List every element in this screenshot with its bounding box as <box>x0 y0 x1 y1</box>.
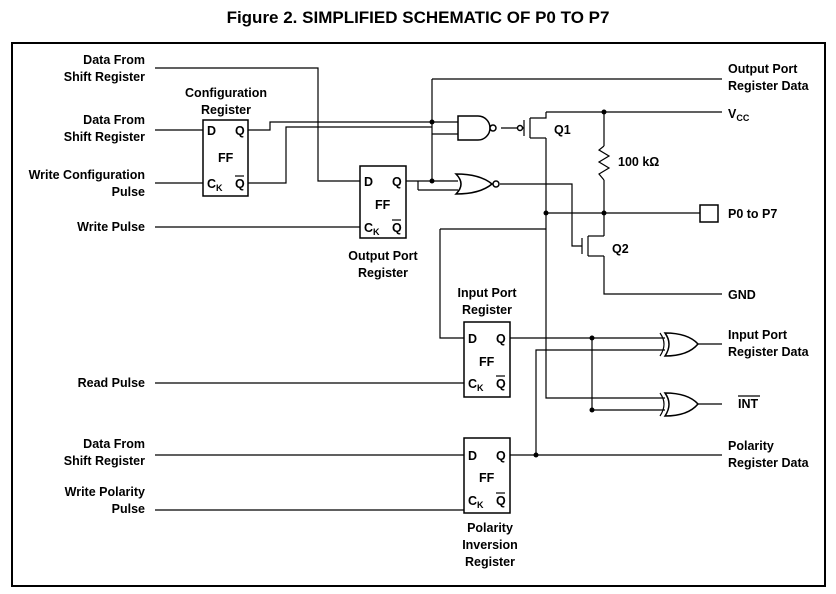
svg-text:Q: Q <box>496 332 506 346</box>
polarity-data: Polarity <box>728 439 774 453</box>
pins-label: P0 to P7 <box>728 207 777 221</box>
input-data-shift-3b: Shift Register <box>64 454 145 468</box>
config-register-title-b: Register <box>201 103 251 117</box>
resistor-label: 100 kΩ <box>618 155 659 169</box>
input-port-register-box <box>463 321 511 398</box>
figure-title: Figure 2. SIMPLIFIED SCHEMATIC OF P0 TO … <box>226 8 610 27</box>
input-register-title-b: Register <box>462 303 512 317</box>
output-register-title: Output Port <box>348 249 418 263</box>
svg-text:Q: Q <box>392 221 402 235</box>
xor-gate-input <box>659 332 699 357</box>
config-register-title: Configuration <box>185 86 267 100</box>
svg-text:CK: CK <box>468 494 484 510</box>
input-register-title: Input Port <box>457 286 517 300</box>
pin-box <box>699 204 719 223</box>
output-register-title-b: Register <box>358 266 408 280</box>
polarity-register-title-b: Inversion <box>462 538 518 552</box>
output-port-data: Output Port <box>728 62 798 76</box>
svg-text:D: D <box>364 175 373 189</box>
svg-text:Q: Q <box>235 124 245 138</box>
wires <box>155 67 722 511</box>
output-port-data-b: Register Data <box>728 79 810 93</box>
svg-text:Q: Q <box>392 175 402 189</box>
svg-text:Q: Q <box>235 177 245 191</box>
input-write-polarity: Write Polarity <box>65 485 145 499</box>
q1-label: Q1 <box>554 123 571 137</box>
svg-text:FF: FF <box>375 198 391 212</box>
polarity-register-title-c: Register <box>465 555 515 569</box>
input-write-config: Write Configuration <box>29 168 145 182</box>
transistor-q2 <box>581 235 604 257</box>
input-data-shift-1b: Shift Register <box>64 70 145 84</box>
junction-dots <box>429 109 607 458</box>
svg-text:D: D <box>468 332 477 346</box>
input-data-shift-2: Data From <box>83 113 145 127</box>
svg-text:CK: CK <box>364 221 380 237</box>
svg-text:Q: Q <box>496 494 506 508</box>
input-port-data-b: Register Data <box>728 345 810 359</box>
resistor-100k <box>597 145 611 181</box>
transistor-q1 <box>516 112 547 139</box>
svg-text:Q: Q <box>496 449 506 463</box>
input-read-pulse: Read Pulse <box>78 376 145 390</box>
q2-label: Q2 <box>612 242 629 256</box>
output-ff-pins: D Q FF CK Q <box>364 175 402 237</box>
svg-text:FF: FF <box>479 355 495 369</box>
polarity-ff-pins: D Q FF CK Q <box>468 449 506 510</box>
nor-gate <box>454 173 500 195</box>
input-ff-pins: D Q FF CK Q <box>468 332 506 393</box>
vcc-label: VCC <box>728 107 750 123</box>
config-register-box <box>202 119 249 197</box>
xor-gate-int <box>659 392 699 417</box>
polarity-register-title: Polarity <box>467 521 513 535</box>
svg-text:CK: CK <box>468 377 484 393</box>
gnd-label: GND <box>728 288 756 302</box>
input-port-data: Input Port <box>728 328 788 342</box>
schematic-frame <box>11 42 826 587</box>
svg-text:CK: CK <box>207 177 223 193</box>
nand-gate <box>457 115 497 141</box>
input-data-shift-3: Data From <box>83 437 145 451</box>
input-data-shift-2b: Shift Register <box>64 130 145 144</box>
svg-text:D: D <box>468 449 477 463</box>
svg-text:FF: FF <box>479 471 495 485</box>
input-write-pulse: Write Pulse <box>77 220 145 234</box>
input-write-config-b: Pulse <box>112 185 145 199</box>
polarity-register-box <box>463 437 511 514</box>
output-port-register-box <box>359 165 407 239</box>
svg-text:FF: FF <box>218 151 234 165</box>
input-write-polarity-b: Pulse <box>112 502 145 516</box>
svg-text:Q: Q <box>496 377 506 391</box>
int-label: INT <box>738 397 759 411</box>
config-ff-pins: D Q FF CK Q <box>207 124 245 193</box>
svg-text:D: D <box>207 124 216 138</box>
input-data-shift-1: Data From <box>83 53 145 67</box>
polarity-data-b: Register Data <box>728 456 810 470</box>
